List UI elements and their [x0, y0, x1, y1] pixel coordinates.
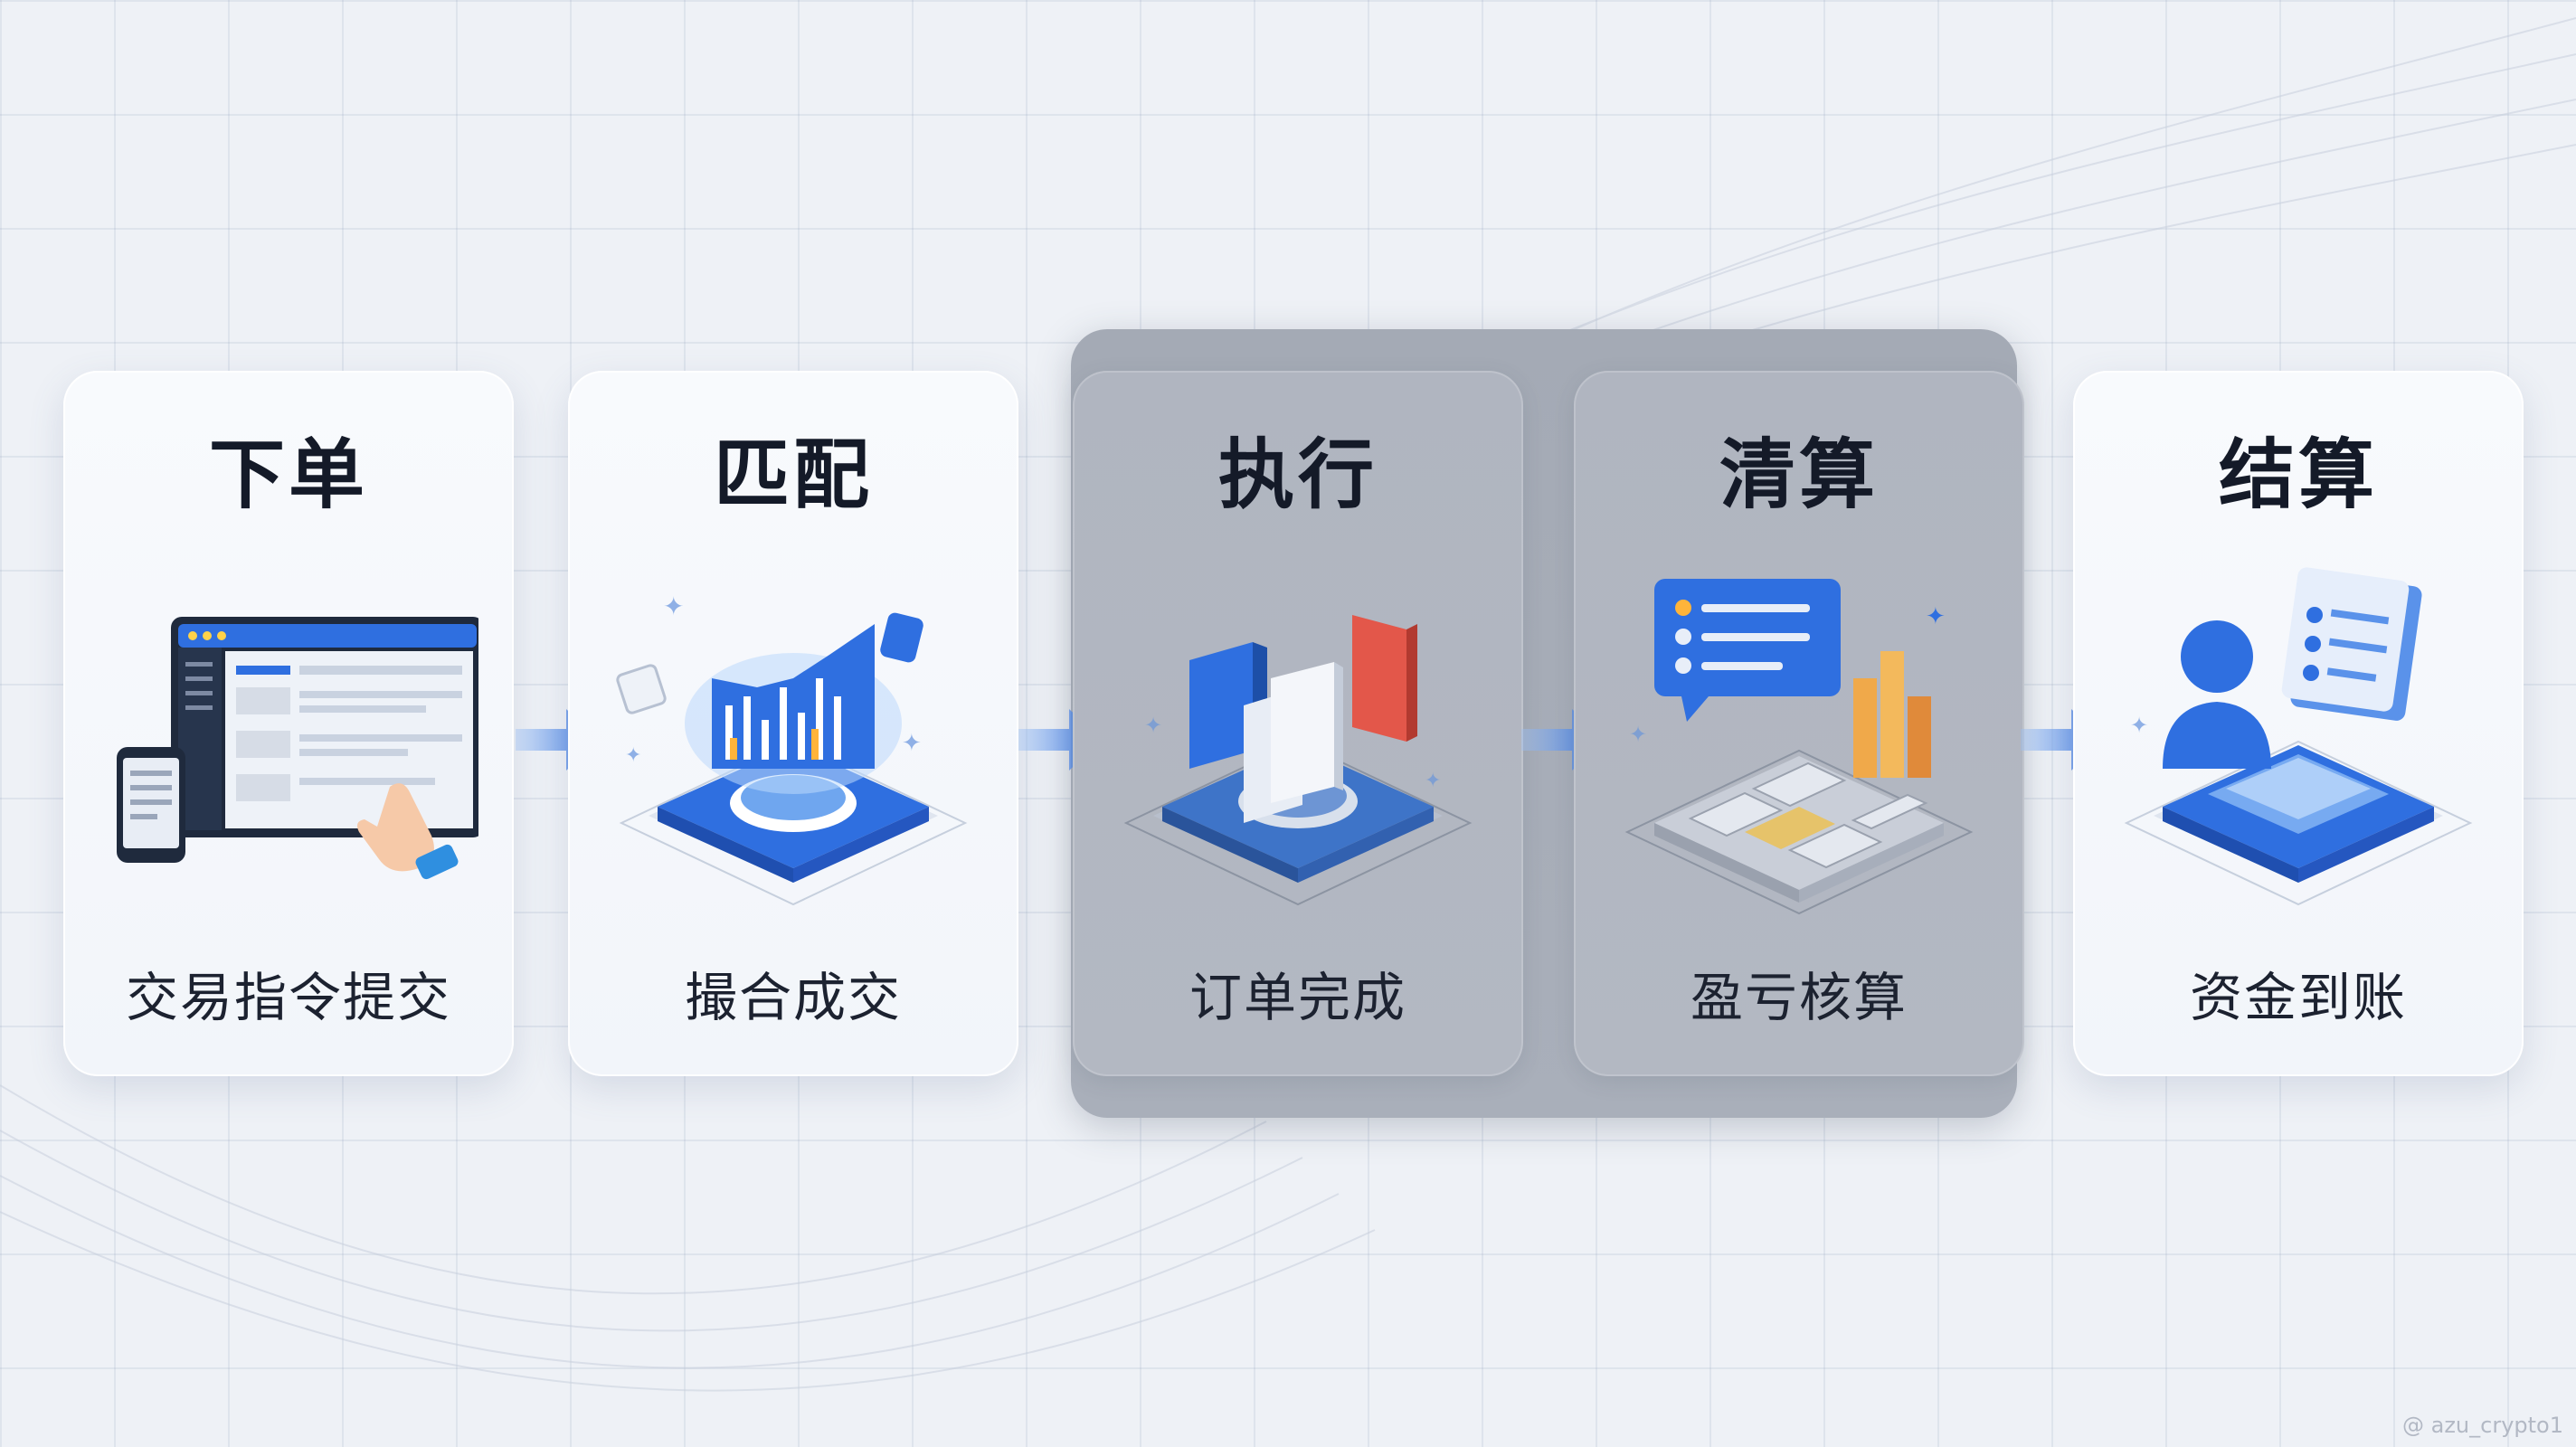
svg-text:✦: ✦ [1629, 722, 1647, 747]
settlement-user-icon: ✦ [2124, 567, 2473, 906]
matching-chart-icon: ✦ ✦ ✦ [616, 591, 968, 906]
svg-text:✦: ✦ [1425, 770, 1441, 792]
step-title: 清算 [1719, 430, 1879, 519]
step-card-clearing: 清算 ✦✦ 盈亏核算 [1574, 371, 2024, 1076]
step-card-settlement: 结算 ✦ 资金到账 [2073, 371, 2524, 1076]
order-screen-icon [117, 617, 478, 880]
step-card-order: 下单 交易指令提交 [63, 371, 514, 1076]
svg-text:✦: ✦ [663, 591, 684, 621]
svg-text:✦: ✦ [625, 744, 641, 767]
step-card-execute: 执行 ✦✦ 订单完成 [1073, 371, 1523, 1076]
step-subtitle: 撮合成交 [684, 967, 902, 1028]
step-subtitle: 盈亏核算 [1690, 967, 1908, 1028]
svg-text:✦: ✦ [1144, 713, 1162, 738]
watermark: @ azu_crypto1 [2401, 1413, 2563, 1438]
step-title: 匹配 [713, 430, 873, 519]
step-card-match: 匹配 ✦ ✦ ✦ 撮合成交 [568, 371, 1018, 1076]
svg-text:✦: ✦ [1926, 603, 1946, 630]
step-title: 下单 [208, 430, 368, 519]
step-subtitle: 订单完成 [1189, 967, 1406, 1028]
clearing-calculator-icon: ✦✦ [1624, 579, 1974, 915]
step-title: 结算 [2218, 430, 2378, 519]
step-subtitle: 交易指令提交 [125, 967, 451, 1028]
svg-text:✦: ✦ [2130, 713, 2148, 738]
execution-documents-icon: ✦✦ [1123, 615, 1473, 906]
step-subtitle: 资金到账 [2189, 967, 2407, 1028]
svg-text:✦: ✦ [902, 730, 922, 757]
step-title: 执行 [1217, 430, 1378, 519]
